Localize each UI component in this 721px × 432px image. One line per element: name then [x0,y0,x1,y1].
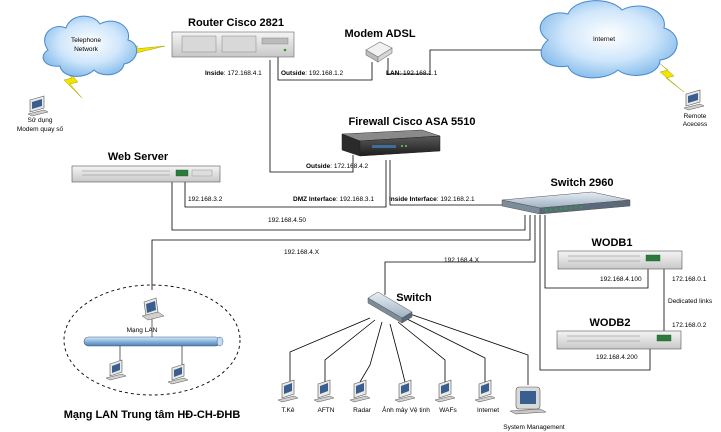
dialup-label-1: Sử dụng [28,116,53,124]
client-link-7 [409,313,529,385]
modem-internet-link [387,49,548,75]
svg-text:Inside Interface: 192.168.2.1: Inside Interface: 192.168.2.1 [389,196,475,203]
svg-text:Inside: 172.168.4.1: Inside: 172.168.4.1 [205,70,262,77]
switch-wodb1-link [544,215,649,289]
webserver-dmz-link [184,160,387,208]
svg-text:Outside: 192.168.1.2: Outside: 192.168.1.2 [281,70,344,77]
telephone-label-1: Telephone [71,37,101,44]
client-pc-system-management: System Management [503,386,565,431]
client-label: Ảnh mây Vệ tinh [382,405,430,414]
modem-lan-ip: 192.168.1.1 [403,70,438,77]
client-link-5 [397,321,446,382]
wodb1-ip-b: 172.168.0.1 [672,276,707,283]
svg-text:Outside: 172.168.4.2: Outside: 172.168.4.2 [306,163,369,170]
wodb1-server: WODB1 192.168.4.100 172.168.0.1 [557,237,707,283]
modem-title: Modem ADSL [344,28,415,40]
client-link-4 [389,323,406,383]
telephone-network-cloud: Telephone Network [42,15,138,77]
web-server-title: Web Server [108,151,169,163]
remote-pc: Remote Acecess [683,89,708,128]
wodb2-ip-a: 192.168.4.200 [596,354,638,361]
network-links [151,49,665,385]
telephone-label-2: Network [74,46,99,53]
client-pc-internet: Internet [474,379,499,414]
client-link-6 [404,317,486,382]
client-link-2 [324,319,376,382]
web-server: Web Server 192.168.3.2 [71,151,223,203]
router-firewall-link [269,60,354,173]
client-link-3 [359,321,383,383]
server-chassis [557,250,683,270]
client-pc-tke: T.Kê [277,379,299,414]
router-inside-label: Inside [205,70,224,77]
router-modem-link [277,57,373,81]
router-cisco-2821: Router Cisco 2821 Inside: 172.168.4.1 Ou… [171,17,344,77]
firewall-inside-label: Inside Interface [389,196,437,203]
router-title: Router Cisco 2821 [188,17,284,29]
internet-label: Internet [593,36,615,43]
client-label: Radar [353,407,372,414]
web-server-ip: 192.168.3.2 [188,196,223,203]
switch2960-title: Switch 2960 [551,177,614,189]
router-outside-ip: 192.168.1.2 [309,70,344,77]
firewall-title: Firewall Cisco ASA 5510 [349,116,476,128]
firewall-dmz-label: DMZ Interface [293,196,336,203]
remote-label-2: Acecess [683,121,708,128]
lan-boundary [63,284,241,396]
wodb2-title: WODB2 [590,317,631,329]
client-pc-aftn: AFTN [313,379,335,414]
wodb1-ip-a: 192.168.4.100 [600,276,642,283]
router-inside-ip: 172.168.4.1 [227,70,262,77]
client-label: T.Kê [281,407,294,414]
svg-text:LAN: 192.168.1.1: LAN: 192.168.1.1 [386,70,438,77]
lan-bus-label: Mạng LAN [127,327,158,334]
switch-wodb2-link [539,215,651,371]
client-label: WAFs [439,407,457,414]
svg-text:DMZ Interface: 192.168.3.1: DMZ Interface: 192.168.3.1 [293,196,374,203]
link-ip-4x-right: 192.168.4.X [444,257,480,264]
modem-adsl: Modem ADSL LAN: 192.168.1.1 [344,28,437,77]
firewall-outside-label: Outside [306,163,331,170]
access-switch: Switch [367,291,432,324]
modem-lan-label: LAN [386,70,400,77]
switch-2960: Switch 2960 [501,177,631,215]
client-label: AFTN [318,407,335,414]
lan-bus [83,336,221,347]
firewall-dmz-ip: 192.168.3.1 [340,196,375,203]
wodb2-ip-b: 172.168.0.2 [672,322,707,329]
firewall-cisco-asa-5510: Firewall Cisco ASA 5510 Outside: 172.168… [293,116,475,203]
switch-title: Switch [396,292,432,304]
client-label: System Management [503,424,565,431]
client-label: Internet [477,407,499,414]
internet-cloud: Internet [539,0,678,79]
switch-accessswitch-link [384,215,536,295]
client-pc-radar: Radar [349,379,372,414]
firewall-switch-link [389,160,505,206]
router-outside-label: Outside [281,70,306,77]
firewall-inside-ip: 192.168.2.1 [440,196,475,203]
remote-label-1: Remote [684,113,707,120]
switch-lan-link [151,215,531,290]
firewall-outside-ip: 172.168.4.2 [334,163,369,170]
server-chassis [556,330,682,350]
client-link-1 [289,317,371,382]
dedicated-links-label: Dedicated links [668,298,713,305]
wodb2-server: WODB2 172.168.0.2 192.168.4.200 [556,317,707,361]
lan-area: Mạng LAN [63,284,241,396]
link-ip-4-50: 192.168.4.50 [268,217,306,224]
client-pc-wafs: WAFs [434,379,457,414]
dialup-label-2: Modem quay số [17,124,64,133]
client-pc-satellite: Ảnh mây Vệ tinh [382,379,430,414]
wodb1-title: WODB1 [592,237,633,249]
link-ip-4x-left: 192.168.4.X [284,249,320,256]
lan-caption: Mạng LAN Trung tâm HĐ-CH-ĐHB [64,409,241,421]
webserver-switch-link [171,180,526,231]
client-pcs: T.Kê AFTN Radar Ảnh mây Vệ tinh WAFs [277,379,565,431]
dialup-pc: Sử dụng Modem quay số [17,95,64,133]
